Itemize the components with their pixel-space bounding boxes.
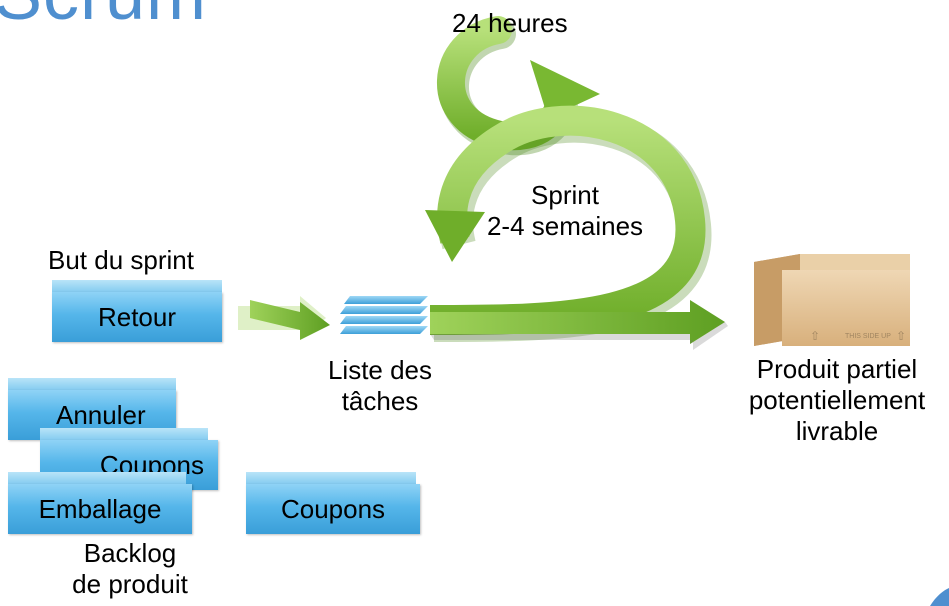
sprint-duration: 2-4 semaines xyxy=(486,211,644,241)
sprint-label: Sprint 2-4 semaines xyxy=(470,180,660,242)
product-backlog-label-line1: Backlog xyxy=(83,538,177,568)
svg-text:THIS SIDE UP: THIS SIDE UP xyxy=(845,333,891,340)
product-label-line2: potentiellement xyxy=(748,385,926,415)
backlog-item: Emballage xyxy=(8,472,198,534)
task-list-label: Liste des tâches xyxy=(300,355,460,417)
product-label-line3: livrable xyxy=(795,416,879,446)
product-backlog-label-line2: de produit xyxy=(72,569,188,599)
backlog-item: Coupons xyxy=(40,428,220,490)
slide-title: Scrum xyxy=(0,0,207,36)
corner-decoration xyxy=(930,588,949,606)
product-backlog-label: Backlog de produit xyxy=(40,538,220,600)
svg-text:⇧: ⇧ xyxy=(896,329,906,343)
task-list-stack-icon xyxy=(340,296,428,334)
svg-text:⇧: ⇧ xyxy=(810,329,820,343)
backlog-item: Coupons xyxy=(246,472,420,534)
sprint-goal-label: But du sprint xyxy=(48,245,194,275)
daily-cycle-label: 24 heures xyxy=(452,8,568,38)
backlog-item-label: Coupons xyxy=(246,484,420,534)
product-label-line1: Produit partiel xyxy=(756,354,918,384)
goal-to-tasks-arrow xyxy=(238,296,330,340)
sprint-goal-block: Retour xyxy=(52,280,234,342)
backlog-item-label: Emballage xyxy=(8,484,192,534)
product-box-icon: THIS SIDE UP ⇧ ⇧ xyxy=(754,254,910,346)
task-list-label-line2: tâches xyxy=(341,386,419,416)
delivery-arrow xyxy=(430,300,728,350)
sprint-goal-block-label: Retour xyxy=(52,292,222,342)
sprint-name: Sprint xyxy=(531,180,599,210)
product-label: Produit partiel potentiellement livrable xyxy=(726,354,948,447)
task-list-label-line1: Liste des xyxy=(327,355,433,385)
